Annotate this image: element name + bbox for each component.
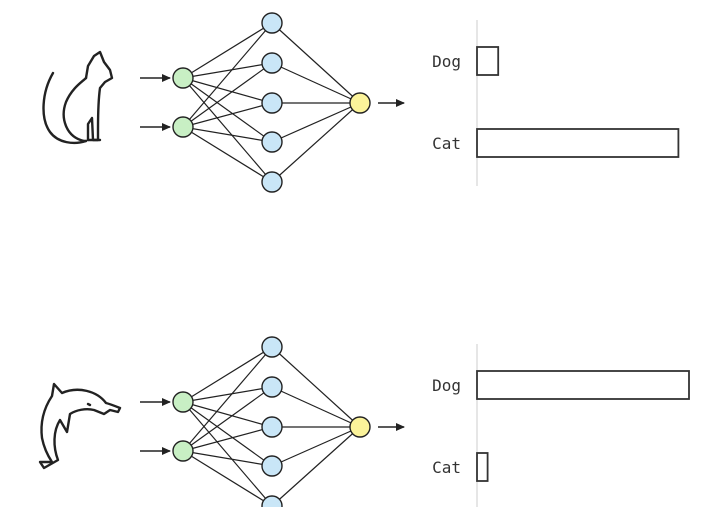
connection-line xyxy=(182,77,273,183)
connection-line xyxy=(182,22,273,128)
bar-dog xyxy=(476,370,690,400)
input-node xyxy=(172,116,194,138)
connection-line xyxy=(182,77,273,143)
input-node xyxy=(172,440,194,462)
connection-line xyxy=(271,62,361,104)
connection-line xyxy=(271,346,361,428)
connection-line xyxy=(182,450,273,467)
connection-line xyxy=(182,346,273,403)
hidden-node xyxy=(261,131,283,153)
connection-line xyxy=(182,401,273,507)
connection-line xyxy=(182,126,273,183)
bar-cat xyxy=(476,128,680,158)
connection-line xyxy=(182,386,273,452)
hidden-node xyxy=(261,52,283,74)
connection-line xyxy=(182,401,273,467)
tick-label-dog: Dog xyxy=(432,52,461,71)
hidden-node xyxy=(261,455,283,477)
network-connections xyxy=(182,346,361,507)
hidden-node xyxy=(261,12,283,34)
connection-line xyxy=(182,102,273,128)
dolphin-icon xyxy=(38,382,122,470)
cat-icon xyxy=(42,50,114,145)
connection-line xyxy=(271,102,361,183)
hidden-node xyxy=(261,336,283,358)
connection-line xyxy=(182,401,273,428)
tick-label-cat: Cat xyxy=(432,134,461,153)
connection-line xyxy=(182,62,273,79)
tick-label-cat: Cat xyxy=(432,458,461,477)
connection-line xyxy=(271,426,361,507)
input-node xyxy=(172,67,194,89)
connection-line xyxy=(182,346,273,452)
output-node xyxy=(349,416,371,438)
hidden-node xyxy=(261,416,283,438)
connection-line xyxy=(182,126,273,143)
bar-dog xyxy=(476,46,500,76)
connection-line xyxy=(182,426,273,452)
connection-line xyxy=(271,102,361,143)
network-connections xyxy=(182,22,361,183)
network-cat xyxy=(140,12,405,193)
network-dolphin xyxy=(140,336,405,507)
connection-line xyxy=(271,386,361,428)
hidden-node xyxy=(261,376,283,398)
bar-cat xyxy=(476,452,489,482)
output-node xyxy=(349,92,371,114)
hidden-node xyxy=(261,92,283,114)
connection-line xyxy=(271,22,361,104)
connection-line xyxy=(182,386,273,403)
hidden-node xyxy=(261,495,283,507)
connection-line xyxy=(182,450,273,507)
connection-line xyxy=(182,77,273,104)
connection-line xyxy=(182,22,273,79)
tick-label-dog: Dog xyxy=(432,376,461,395)
hidden-node xyxy=(261,171,283,193)
connection-line xyxy=(271,426,361,467)
connection-line xyxy=(182,62,273,128)
input-node xyxy=(172,391,194,413)
